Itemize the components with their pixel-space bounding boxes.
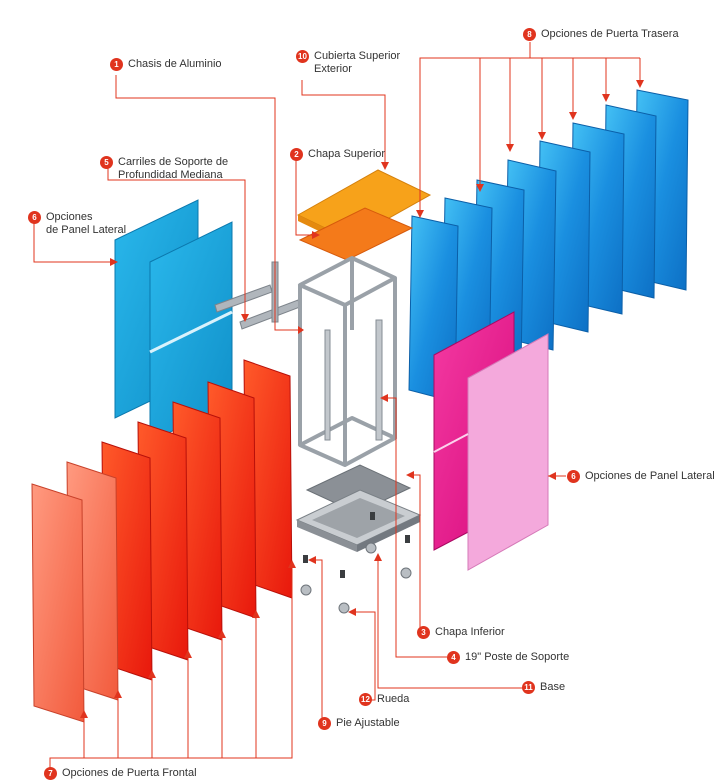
callout-text: Chapa Superior [308,148,386,160]
callout-text: de Panel Lateral [46,224,127,236]
right-side-panel-options [433,311,549,571]
callout-bottom-plate: 3 Chapa Inferior [417,626,505,639]
callout-text: Opciones [46,211,93,223]
top-plate [298,207,414,261]
callout-text: Chapa Inferior [435,626,505,638]
callout-number-badge: 12 [359,693,372,706]
front-door-panel [31,483,85,723]
support-post-19in [324,329,331,441]
callout-number-badge: 2 [290,148,303,161]
callout-number-badge: 9 [318,717,331,730]
callout-number-badge: 5 [100,156,113,169]
callout-text: Carriles de Soporte de [118,156,229,168]
callout-text: Profundidad Mediana [118,169,223,181]
callout-text: Pie Ajustable [336,717,400,729]
callout-castor: 12 Rueda [359,693,409,706]
callout-text: Opciones de Puerta Trasera [541,28,679,40]
callout-number-badge: 11 [522,681,535,694]
panel-seam [149,310,233,354]
callout-number-badge: 6 [28,211,41,224]
callout-adjustable-foot: 9 Pie Ajustable [318,717,400,730]
callout-number-badge: 8 [523,28,536,41]
callout-top-cover: 10 Cubierta Superior Exterior [296,50,400,76]
callout-chassis: 1 Chasis de Aluminio [110,58,222,71]
callout-depth-rails: 5 Carriles de Soporte de Profundidad Med… [100,156,228,182]
callout-text: Cubierta Superior [314,50,401,62]
callout-text: Opciones de Puerta Frontal [62,767,197,779]
side-panel [467,333,549,571]
callout-text: Opciones de Panel Lateral [585,470,715,482]
callout-text: 19" Poste de Soporte [465,651,570,663]
panel-seam [433,433,469,453]
callout-top-plate: 2 Chapa Superior [290,148,385,161]
callout-number-badge: 4 [447,651,460,664]
callout-number-badge: 3 [417,626,430,639]
support-post-19in [375,319,383,441]
base-frame-edge [297,520,357,552]
callout-text: Rueda [377,693,410,705]
leader-arrowheads [80,80,644,718]
callout-number-badge: 6 [567,470,580,483]
callout-text: Exterior [314,63,352,75]
adjustable-feet [303,512,410,578]
support-rail [239,299,301,330]
callout-number-badge: 1 [110,58,123,71]
base-frame-inner [312,498,405,538]
callout-support-post: 4 19" Poste de Soporte [447,651,569,664]
callout-base: 11 Base [522,681,565,694]
callout-front-door-options: 7 Opciones de Puerta Frontal [44,767,197,780]
callout-text: Base [540,681,566,693]
callout-rear-door-options: 8 Opciones de Puerta Trasera [523,28,679,41]
callout-left-side-panel: 6 Opciones de Panel Lateral [28,211,126,237]
base-frame-edge [357,515,420,552]
callout-right-side-panel: 6 Opciones de Panel Lateral [567,470,715,483]
callout-text: Chasis de Aluminio [128,58,222,70]
castors [300,542,412,614]
callout-number-badge: 7 [44,767,57,780]
aluminium-chassis [298,256,397,467]
callout-number-badge: 10 [296,50,309,63]
